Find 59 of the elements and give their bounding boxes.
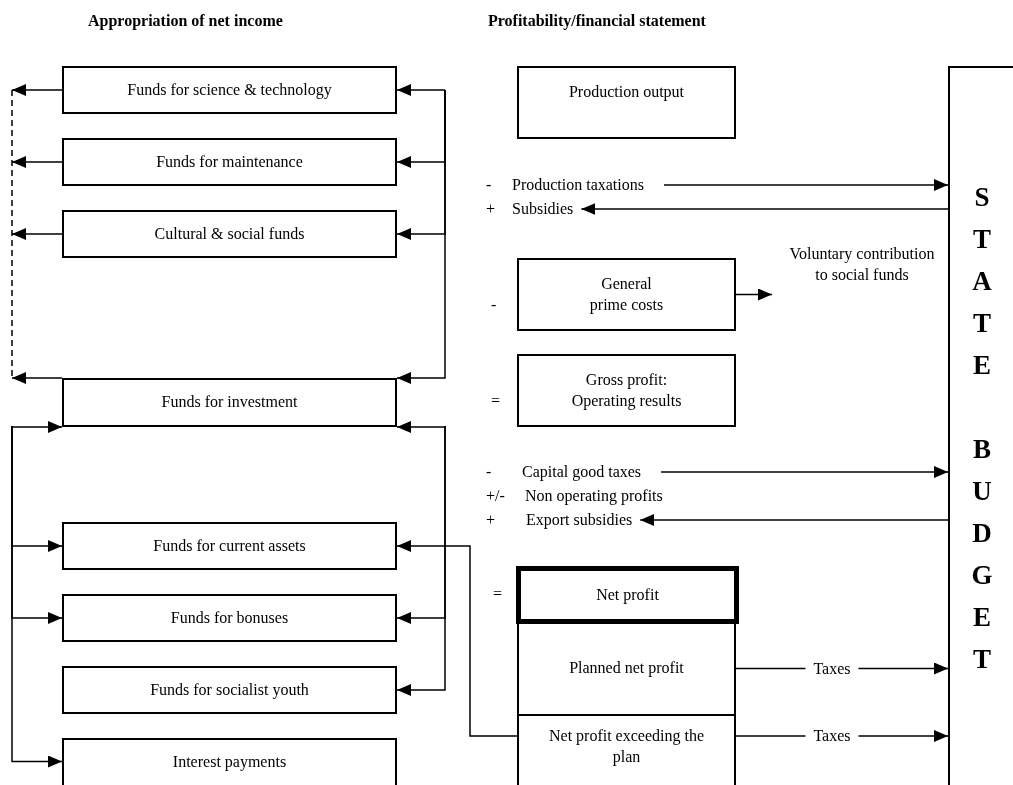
process-box [62, 138, 397, 186]
math-sign: + [486, 200, 497, 218]
process-box [62, 66, 397, 114]
process-box [62, 666, 397, 714]
math-sign: - [486, 463, 493, 481]
box-label: Funds for socialist youth [150, 679, 309, 701]
box-label: Cultural & social funds [154, 223, 305, 244]
math-sign: - [486, 176, 493, 194]
box-label: Funds for bonuses [170, 607, 289, 628]
process-box [62, 738, 397, 785]
arrow [660, 466, 949, 478]
vertical-label: STATE BUDGET [970, 181, 994, 676]
arrow [396, 421, 446, 433]
item-label: Non operating profits [525, 487, 663, 505]
box-label: Funds for current assets [153, 535, 306, 556]
arrow [396, 84, 446, 96]
arrow [11, 372, 63, 384]
math-sign: = [493, 585, 503, 603]
math-sign: = [491, 392, 501, 410]
column-heading: Profitability/financial statement [488, 12, 706, 30]
box-label: Funds for maintenance [156, 151, 303, 172]
arrow [663, 179, 949, 191]
arrow [735, 288, 773, 301]
box-label: Funds for science & technology [127, 79, 332, 101]
arrow [11, 425, 63, 768]
box-label: Net profit [596, 584, 659, 606]
item-label: Export subsidies [526, 511, 633, 529]
process-box [62, 210, 397, 258]
process-box [517, 621, 736, 716]
arrow [396, 540, 518, 737]
arrow [396, 89, 446, 384]
box-label: Funds for investment [161, 392, 298, 413]
arrow [11, 228, 63, 240]
box-label: Production output [568, 82, 685, 103]
box-label: Planned net profit [569, 658, 684, 679]
arrow [11, 421, 63, 433]
box-label: Net profit exceeding the plan [547, 726, 705, 768]
arrow [580, 203, 949, 215]
math-sign: +/- [486, 487, 505, 505]
math-sign: + [486, 511, 497, 529]
process-box [62, 594, 397, 642]
arrow [396, 425, 446, 696]
box-label: Interest payments [172, 752, 287, 773]
item-label: Subsidies [512, 200, 574, 218]
item-label: Production taxations [512, 176, 644, 194]
arrow [639, 514, 949, 526]
process-box [62, 522, 397, 570]
arrow [11, 84, 63, 96]
box-label: Gross profit: Operating results [570, 369, 683, 412]
arrow [11, 156, 63, 168]
process-box [517, 714, 736, 785]
note-text: Voluntary contribution to social funds [782, 244, 942, 286]
process-box [62, 378, 397, 427]
column-heading: Appropriation of net income [88, 12, 283, 30]
box-label: General prime costs [588, 273, 665, 316]
item-label: Capital good taxes [522, 463, 642, 481]
math-sign: - [491, 296, 497, 314]
process-box [517, 66, 736, 139]
budget-column-box [948, 66, 1013, 785]
